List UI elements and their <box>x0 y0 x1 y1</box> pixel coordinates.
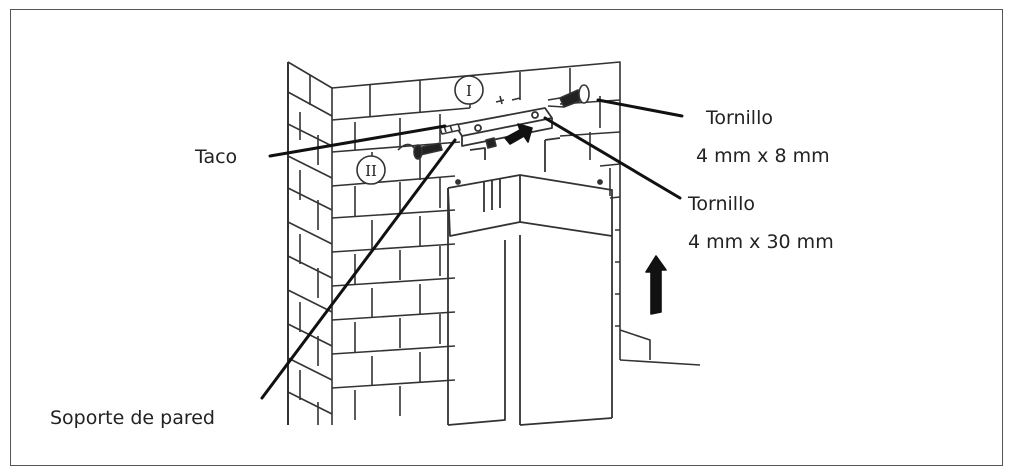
small-screws <box>495 95 521 105</box>
leader-taco <box>268 124 447 158</box>
label-tornillo-long-name: Tornillo <box>687 193 755 215</box>
label-tornillo-long-size: 4 mm x 30 mm <box>688 231 834 253</box>
step-1-marker <box>454 75 484 105</box>
step-2-text: II <box>365 162 377 180</box>
step-2-marker <box>356 155 386 185</box>
label-tornillo-short-size: 4 mm x 8 mm <box>696 145 830 167</box>
label-soporte: Soporte de pared <box>50 407 215 429</box>
up-arrow-icon <box>645 255 667 315</box>
label-taco: Taco <box>194 146 237 168</box>
screw-4x8 <box>547 84 590 108</box>
screw-4x30 <box>397 137 497 160</box>
brick-wall <box>287 61 701 425</box>
label-tornillo-short-name: Tornillo <box>705 107 773 129</box>
leader-soporte <box>260 138 457 400</box>
chimney-duct <box>447 137 613 426</box>
step-1-text: I <box>466 82 472 100</box>
leader-tornillo-long <box>543 116 682 200</box>
leader-tornillo-short <box>596 98 684 118</box>
push-arrow-icon <box>504 123 533 145</box>
diagram-frame <box>10 9 1003 466</box>
wall-bracket <box>454 107 553 160</box>
